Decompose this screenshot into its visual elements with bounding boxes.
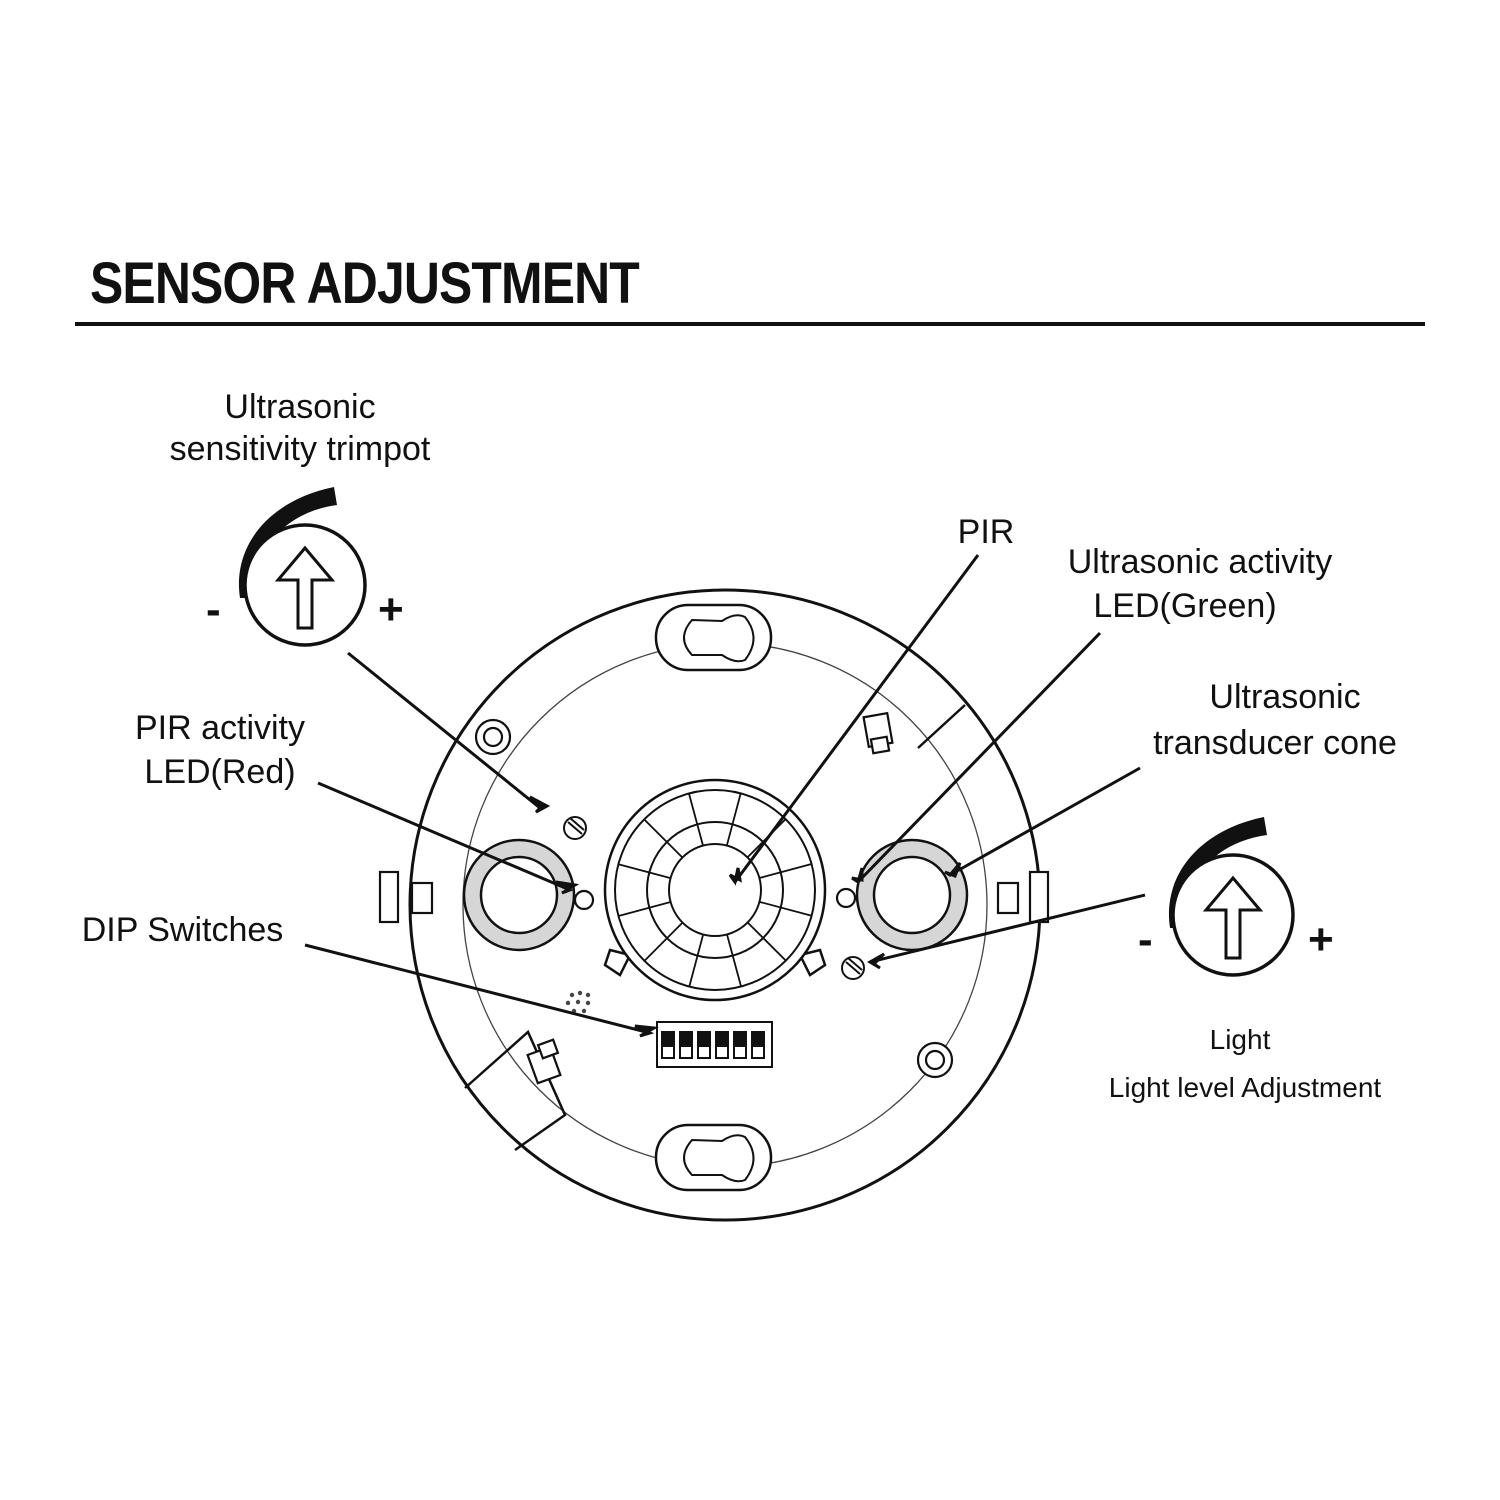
label-light: Light bbox=[1209, 1024, 1271, 1055]
mounting-screw-holes bbox=[474, 718, 954, 1079]
ultrasonic-transducer-right bbox=[855, 838, 969, 952]
label-ultrasonic-led-2: LED(Green) bbox=[1093, 587, 1277, 625]
light-plus-sign: + bbox=[1308, 915, 1334, 964]
label-pir: PIR bbox=[957, 513, 1015, 551]
dip-switch-knob bbox=[716, 1033, 728, 1047]
pir-lens-segment bbox=[643, 818, 684, 859]
label-light-level: Light level Adjustment bbox=[1108, 1072, 1382, 1103]
pir-lens-segment bbox=[618, 863, 671, 880]
pir-lens-segment bbox=[759, 900, 812, 917]
pir-lens bbox=[603, 778, 827, 1002]
label-ultrasonic-trimpot-2: sensitivity trimpot bbox=[169, 430, 431, 468]
dip-switch-knob bbox=[680, 1033, 692, 1047]
leader-lines bbox=[304, 554, 1146, 1038]
side-tabs bbox=[378, 711, 1050, 1085]
pir-lens-segment bbox=[746, 921, 787, 962]
ultrasonic-activity-led bbox=[835, 887, 857, 909]
dip-switch-knob bbox=[752, 1033, 764, 1047]
light-minus-sign: - bbox=[1138, 915, 1153, 964]
light-level-trimpot-screw bbox=[841, 956, 865, 980]
label-ultrasonic-led-1: Ultrasonic activity bbox=[1067, 543, 1333, 581]
pir-lens-segment bbox=[688, 793, 704, 846]
pir-lens-segment bbox=[643, 921, 684, 962]
pir-lens-segment bbox=[688, 934, 705, 987]
pir-lens-segment bbox=[726, 934, 742, 987]
dip-switch-knob bbox=[698, 1033, 710, 1047]
pir-lens-segment bbox=[759, 863, 812, 879]
label-ultrasonic-trimpot-1: Ultrasonic bbox=[224, 388, 376, 426]
label-dip-switches: DIP Switches bbox=[81, 911, 284, 949]
pir-activity-led bbox=[573, 889, 595, 911]
label-transducer-2: transducer cone bbox=[1153, 724, 1397, 762]
title-rule bbox=[75, 322, 1425, 326]
keyhole-slot-top bbox=[654, 603, 773, 672]
ultrasonic-trimpot-icon bbox=[238, 487, 367, 647]
label-pir-led-1: PIR activity bbox=[134, 709, 306, 747]
trimpot-minus-sign: - bbox=[206, 585, 221, 634]
pir-lens-segment bbox=[618, 901, 671, 917]
ultrasonic-transducer-left bbox=[462, 838, 576, 952]
trimpot-plus-sign: + bbox=[378, 585, 404, 634]
page-title: SENSOR ADJUSTMENT bbox=[90, 251, 640, 316]
pir-lens-segment bbox=[725, 793, 742, 846]
dip-switch-block bbox=[656, 1021, 773, 1068]
label-transducer-1: Ultrasonic bbox=[1209, 678, 1361, 716]
ultrasonic-trimpot-screw bbox=[563, 816, 587, 840]
dip-switch-knob bbox=[662, 1033, 674, 1047]
dip-switch-knob bbox=[734, 1033, 746, 1047]
light-level-trimpot-icon bbox=[1168, 817, 1295, 977]
vent-holes bbox=[565, 990, 591, 1014]
label-pir-led-2: LED(Red) bbox=[144, 753, 296, 791]
keyhole-slot-bottom bbox=[654, 1123, 773, 1192]
